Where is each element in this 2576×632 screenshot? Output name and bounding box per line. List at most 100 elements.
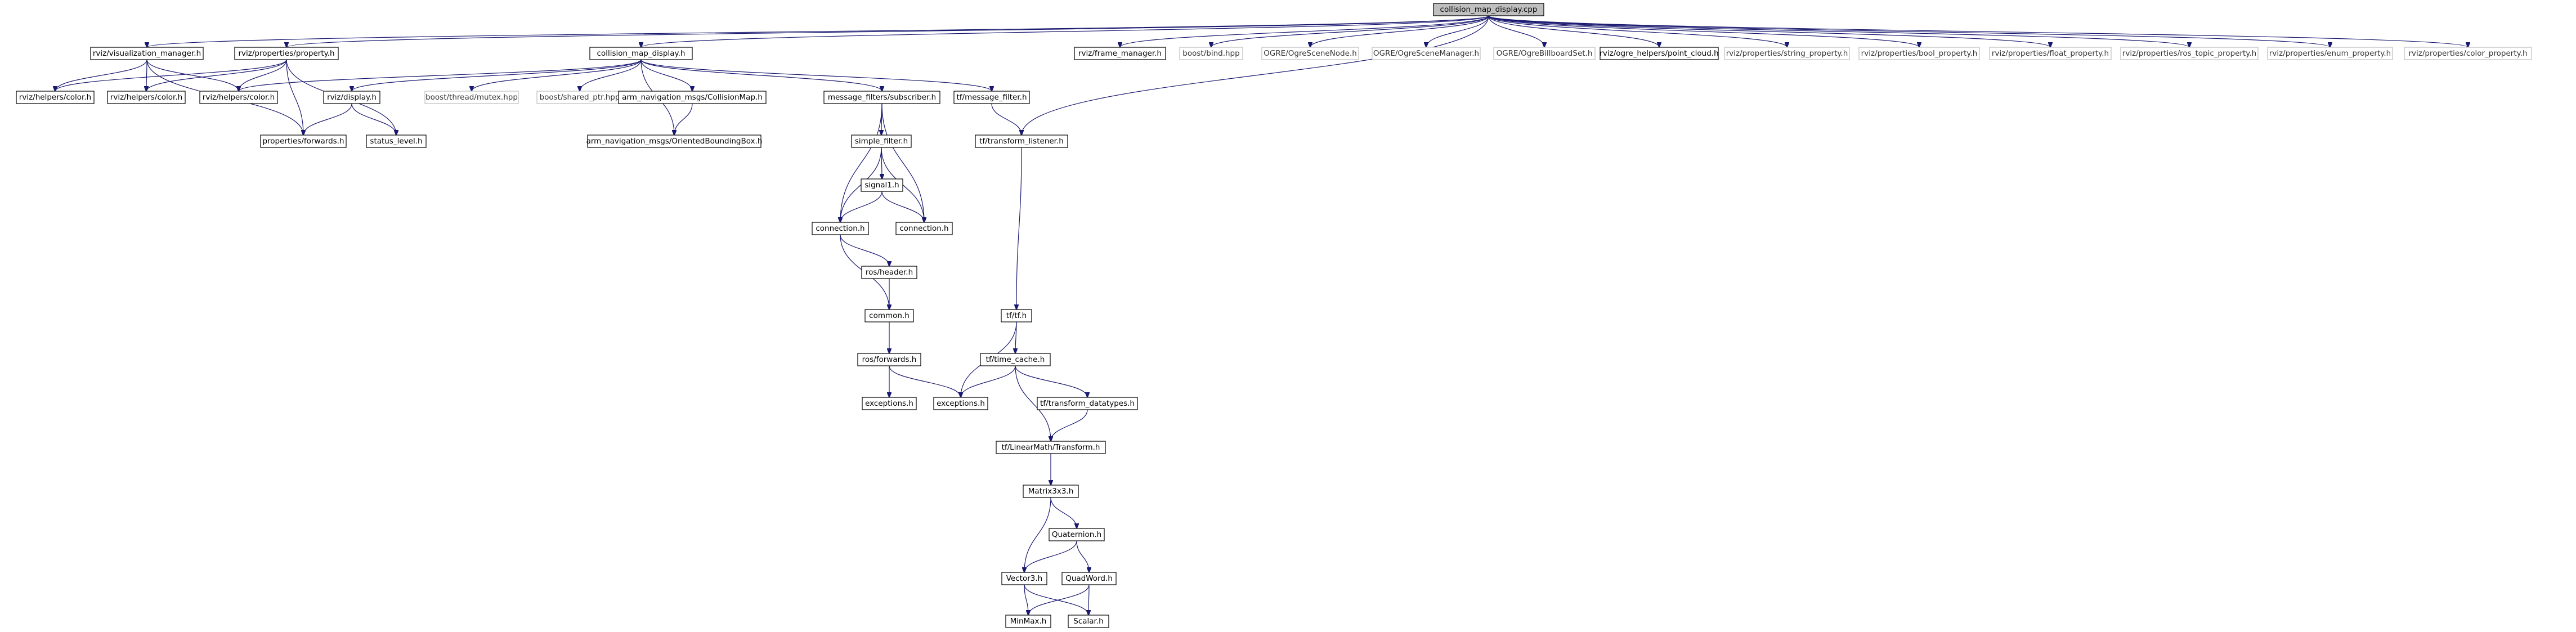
node-forwards[interactable]: properties/forwards.h <box>260 135 347 148</box>
node-connection2[interactable]: connection.h <box>895 222 953 235</box>
node-ros-forwards[interactable]: ros/forwards.h <box>857 353 921 366</box>
node-status[interactable]: status_level.h <box>366 135 427 148</box>
node-string-prop: rviz/properties/string_property.h <box>1724 47 1850 60</box>
edge-root-to-float_prop <box>1488 15 2050 47</box>
node-label: Vector3.h <box>1006 574 1042 583</box>
node-vis-manager[interactable]: rviz/visualization_manager.h <box>90 47 204 60</box>
node-quaternion[interactable]: Quaternion.h <box>1049 528 1105 541</box>
node-box <box>1005 615 1051 628</box>
node-display[interactable]: rviz/display.h <box>323 91 380 104</box>
node-color1[interactable]: rviz/helpers/color.h <box>16 91 95 104</box>
node-ros-header[interactable]: ros/header.h <box>861 266 917 279</box>
node-transform-listener[interactable]: tf/transform_listener.h <box>975 135 1068 148</box>
node-box <box>862 397 917 410</box>
edge-root-to-cmd_h <box>641 15 1489 47</box>
node-label: message_filters/subscriber.h <box>828 93 936 102</box>
node-box <box>424 91 519 104</box>
node-color2[interactable]: rviz/helpers/color.h <box>107 91 186 104</box>
node-shared-ptr: boost/shared_ptr.hpp <box>536 91 623 104</box>
node-linearmath-transform[interactable]: tf/LinearMath/Transform.h <box>996 441 1106 454</box>
node-time-cache[interactable]: tf/time_cache.h <box>980 353 1051 366</box>
node-boost-bind: boost/bind.hpp <box>1179 47 1243 60</box>
edge-root-to-frame_manager <box>1120 15 1489 47</box>
edge-root-to-pointcloud <box>1488 15 1659 47</box>
node-box <box>1600 47 1719 60</box>
edge-root-to-bool_prop <box>1488 15 1919 47</box>
edge-time_cache-to-transform_datatypes <box>1015 365 1087 397</box>
node-quadword[interactable]: QuadWord.h <box>1061 572 1117 585</box>
edge-vector3-to-scalar <box>1024 584 1088 615</box>
node-vector3[interactable]: Vector3.h <box>1001 572 1047 585</box>
edge-matrix3x3-to-vector3 <box>1024 497 1051 572</box>
node-root[interactable]: collision_map_display.cpp <box>1433 3 1544 16</box>
node-box <box>323 91 380 104</box>
edge-signal1-to-connection1 <box>840 191 882 222</box>
node-label: rviz/frame_manager.h <box>1078 49 1162 58</box>
edge-subscriber-to-connection2 <box>881 103 924 222</box>
node-subscriber[interactable]: message_filters/subscriber.h <box>823 91 940 104</box>
node-label: MinMax.h <box>1010 617 1047 626</box>
node-color3[interactable]: rviz/helpers/color.h <box>199 91 278 104</box>
edge-prop-to-color2 <box>146 59 287 91</box>
node-signal1[interactable]: signal1.h <box>861 178 903 192</box>
edge-quadword-to-minmax <box>1028 584 1090 615</box>
node-label: common.h <box>869 311 910 320</box>
node-label: tf/message_filter.h <box>956 93 1027 102</box>
edge-root-to-enum_prop <box>1488 15 2330 47</box>
node-label: OGRE/OgreBillboardSet.h <box>1497 49 1593 58</box>
edge-tf_mf-to-transform_listener <box>991 103 1022 135</box>
edge-display-to-forwards <box>303 103 352 135</box>
node-pointcloud[interactable]: rviz/ogre_helpers/point_cloud.h <box>1600 47 1719 60</box>
node-connection1[interactable]: connection.h <box>812 222 869 235</box>
edge-transform_datatypes-to-linearmath_transform <box>1051 409 1088 441</box>
node-box <box>953 91 1030 104</box>
node-label: status_level.h <box>370 137 422 146</box>
edge-root-to-boost_bind <box>1211 15 1489 47</box>
node-label: OGRE/OgreSceneManager.h <box>1373 49 1479 58</box>
node-box <box>1037 397 1138 410</box>
node-label: tf/transform_datatypes.h <box>1040 399 1135 408</box>
node-common[interactable]: common.h <box>864 309 914 322</box>
edge-quaternion-to-vector3 <box>1024 540 1077 572</box>
node-box <box>1074 47 1166 60</box>
node-exceptions1[interactable]: exceptions.h <box>862 397 917 410</box>
node-cmd-h[interactable]: collision_map_display.h <box>589 47 693 60</box>
node-exceptions2[interactable]: exceptions.h <box>933 397 988 410</box>
edge-signal1-to-connection2 <box>881 191 924 222</box>
edge-prop-to-forwards <box>286 59 303 135</box>
node-transform-datatypes[interactable]: tf/transform_datatypes.h <box>1037 397 1138 410</box>
node-box <box>587 135 761 148</box>
node-frame-manager[interactable]: rviz/frame_manager.h <box>1074 47 1166 60</box>
node-box <box>366 135 427 148</box>
node-box <box>864 309 914 322</box>
node-bool-prop: rviz/properties/bool_property.h <box>1858 47 1980 60</box>
node-scalar[interactable]: Scalar.h <box>1068 615 1109 628</box>
node-label: ros/forwards.h <box>862 355 917 364</box>
node-simple-filter[interactable]: simple_filter.h <box>851 135 912 148</box>
node-prop[interactable]: rviz/properties/property.h <box>234 47 339 60</box>
node-obb[interactable]: arm_navigation_msgs/OrientedBoundingBox.… <box>586 135 763 148</box>
node-label: tf/LinearMath/Transform.h <box>1002 443 1100 452</box>
node-ogre-billboard: OGRE/OgreBillboardSet.h <box>1493 47 1596 60</box>
node-box <box>861 266 917 279</box>
node-box <box>1023 485 1079 498</box>
node-label: rviz/ogre_helpers/point_cloud.h <box>1600 49 1718 58</box>
edge-root-to-vis_manager <box>147 15 1489 47</box>
node-collisionmap[interactable]: arm_navigation_msgs/CollisionMap.h <box>618 91 767 104</box>
node-label: simple_filter.h <box>855 137 908 146</box>
node-box <box>1989 47 2112 60</box>
edge-root-to-prop <box>286 15 1489 47</box>
edge-cmd_h-to-display <box>352 59 642 91</box>
edge-matrix3x3-to-quaternion <box>1050 497 1077 528</box>
node-matrix3x3[interactable]: Matrix3x3.h <box>1023 485 1079 498</box>
node-label: rviz/properties/enum_property.h <box>2269 49 2391 58</box>
node-minmax[interactable]: MinMax.h <box>1005 615 1051 628</box>
node-box <box>16 91 95 104</box>
node-label: tf/tf.h <box>1006 311 1027 320</box>
node-tf-tf[interactable]: tf/tf.h <box>1001 309 1032 322</box>
node-tf-mf[interactable]: tf/message_filter.h <box>953 91 1030 104</box>
node-box <box>1858 47 1980 60</box>
edge-root-to-ogre_scenenode <box>1310 15 1489 47</box>
node-box <box>933 397 988 410</box>
edge-display-to-status <box>351 103 396 135</box>
